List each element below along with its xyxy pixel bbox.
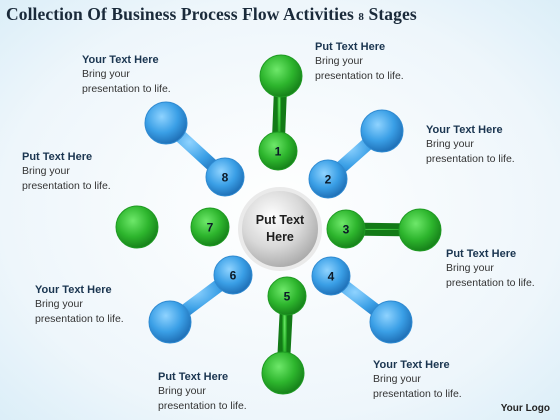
stage-2-text-line1: Bring your — [426, 138, 474, 150]
stage-4-inner-bulb — [311, 256, 351, 296]
stage-3-inner-bulb — [326, 209, 366, 249]
stage-1-inner-bulb — [258, 131, 298, 171]
stage-3-text-line2: presentation to life. — [446, 277, 535, 289]
stage-8-label: Your Text Here Bring your presentation t… — [82, 53, 232, 97]
stage-6-label: Your Text Here Bring your presentation t… — [35, 283, 185, 327]
stage-5-label: Put Text Here Bring your presentation to… — [158, 370, 308, 414]
stage-1-number: 1 — [275, 145, 282, 159]
stage-3-text-line1: Bring your — [446, 262, 494, 274]
stage-2-outer-bulb — [360, 109, 404, 153]
stage-6-text-line1: Bring your — [35, 298, 83, 310]
stage-5-inner-bulb — [267, 276, 307, 316]
title-suffix: Stages — [368, 4, 417, 24]
stage-8-inner-bulb — [205, 157, 245, 197]
stage-5-heading: Put Text Here — [158, 371, 229, 383]
stage-5-text-line1: Bring your — [158, 385, 206, 397]
stage-8-text-line1: Bring your — [82, 68, 130, 80]
stage-8-outer-bulb — [144, 101, 188, 145]
spokes-group: 1 2 3 4 5 6 7 8 — [115, 54, 442, 395]
stage-3-number: 3 — [343, 223, 350, 237]
footer-logo: Your Logo — [500, 403, 550, 414]
stage-1-label: Put Text Here Bring your presentation to… — [315, 40, 465, 84]
stage-6-text-line2: presentation to life. — [35, 313, 124, 325]
center-label-line2: Here — [266, 230, 294, 244]
stage-5-node: 5 — [261, 276, 307, 395]
stage-6-node: 6 — [148, 255, 253, 344]
stage-7-text-line2: presentation to life. — [22, 180, 111, 192]
stage-4-text-line2: presentation to life. — [373, 388, 462, 400]
stage-4-outer-bulb — [369, 300, 413, 344]
center-hub — [238, 187, 322, 271]
stage-7-label: Put Text Here Bring your presentation to… — [22, 150, 172, 194]
title-stage-count: 8 — [358, 11, 365, 23]
stage-7-heading: Put Text Here — [22, 151, 93, 163]
stage-7-node: 7 — [115, 205, 230, 249]
stage-5-number: 5 — [284, 290, 291, 304]
stage-4-heading: Your Text Here — [373, 359, 450, 371]
stage-4-label: Your Text Here Bring your presentation t… — [373, 358, 523, 402]
stage-6-inner-bulb — [213, 255, 253, 295]
stage-1-text-line2: presentation to life. — [315, 70, 404, 82]
stage-3-label: Put Text Here Bring your presentation to… — [446, 247, 560, 291]
stage-7-inner-bulb — [190, 207, 230, 247]
stage-8-number: 8 — [222, 171, 229, 185]
page-title: Collection Of Business Process Flow Acti… — [6, 4, 417, 25]
stage-7-number: 7 — [207, 221, 214, 235]
stage-1-heading: Put Text Here — [315, 41, 386, 53]
stage-8-text-line2: presentation to life. — [82, 83, 171, 95]
stage-6-heading: Your Text Here — [35, 284, 112, 296]
stage-8-node: 8 — [144, 101, 245, 197]
center-label-line1: Put Text — [255, 213, 305, 227]
center-label: Put Text Here — [242, 205, 318, 253]
stage-8-heading: Your Text Here — [82, 54, 159, 66]
stage-3-heading: Put Text Here — [446, 248, 517, 260]
stage-2-node: 2 — [308, 109, 404, 199]
stage-2-number: 2 — [325, 173, 332, 187]
stage-2-label: Your Text Here Bring your presentation t… — [426, 123, 560, 167]
stage-1-node: 1 — [258, 54, 303, 171]
stage-6-number: 6 — [230, 269, 237, 283]
stage-1-outer-bulb — [259, 54, 303, 98]
stage-5-text-line2: presentation to life. — [158, 400, 247, 412]
stage-3-outer-bulb — [398, 208, 442, 252]
stage-4-number: 4 — [328, 270, 335, 284]
stage-2-inner-bulb — [308, 159, 348, 199]
stage-2-text-line2: presentation to life. — [426, 153, 515, 165]
stage-5-outer-bulb — [261, 351, 305, 395]
stage-1-text-line1: Bring your — [315, 55, 363, 67]
stage-6-outer-bulb — [148, 300, 192, 344]
stage-4-text-line1: Bring your — [373, 373, 421, 385]
stage-4-node: 4 — [311, 256, 413, 344]
stage-2-heading: Your Text Here — [426, 124, 503, 136]
title-main: Collection Of Business Process Flow Acti… — [6, 4, 354, 24]
stage-7-outer-bulb — [115, 205, 159, 249]
stage-3-node: 3 — [326, 208, 442, 252]
stage-7-text-line1: Bring your — [22, 165, 70, 177]
